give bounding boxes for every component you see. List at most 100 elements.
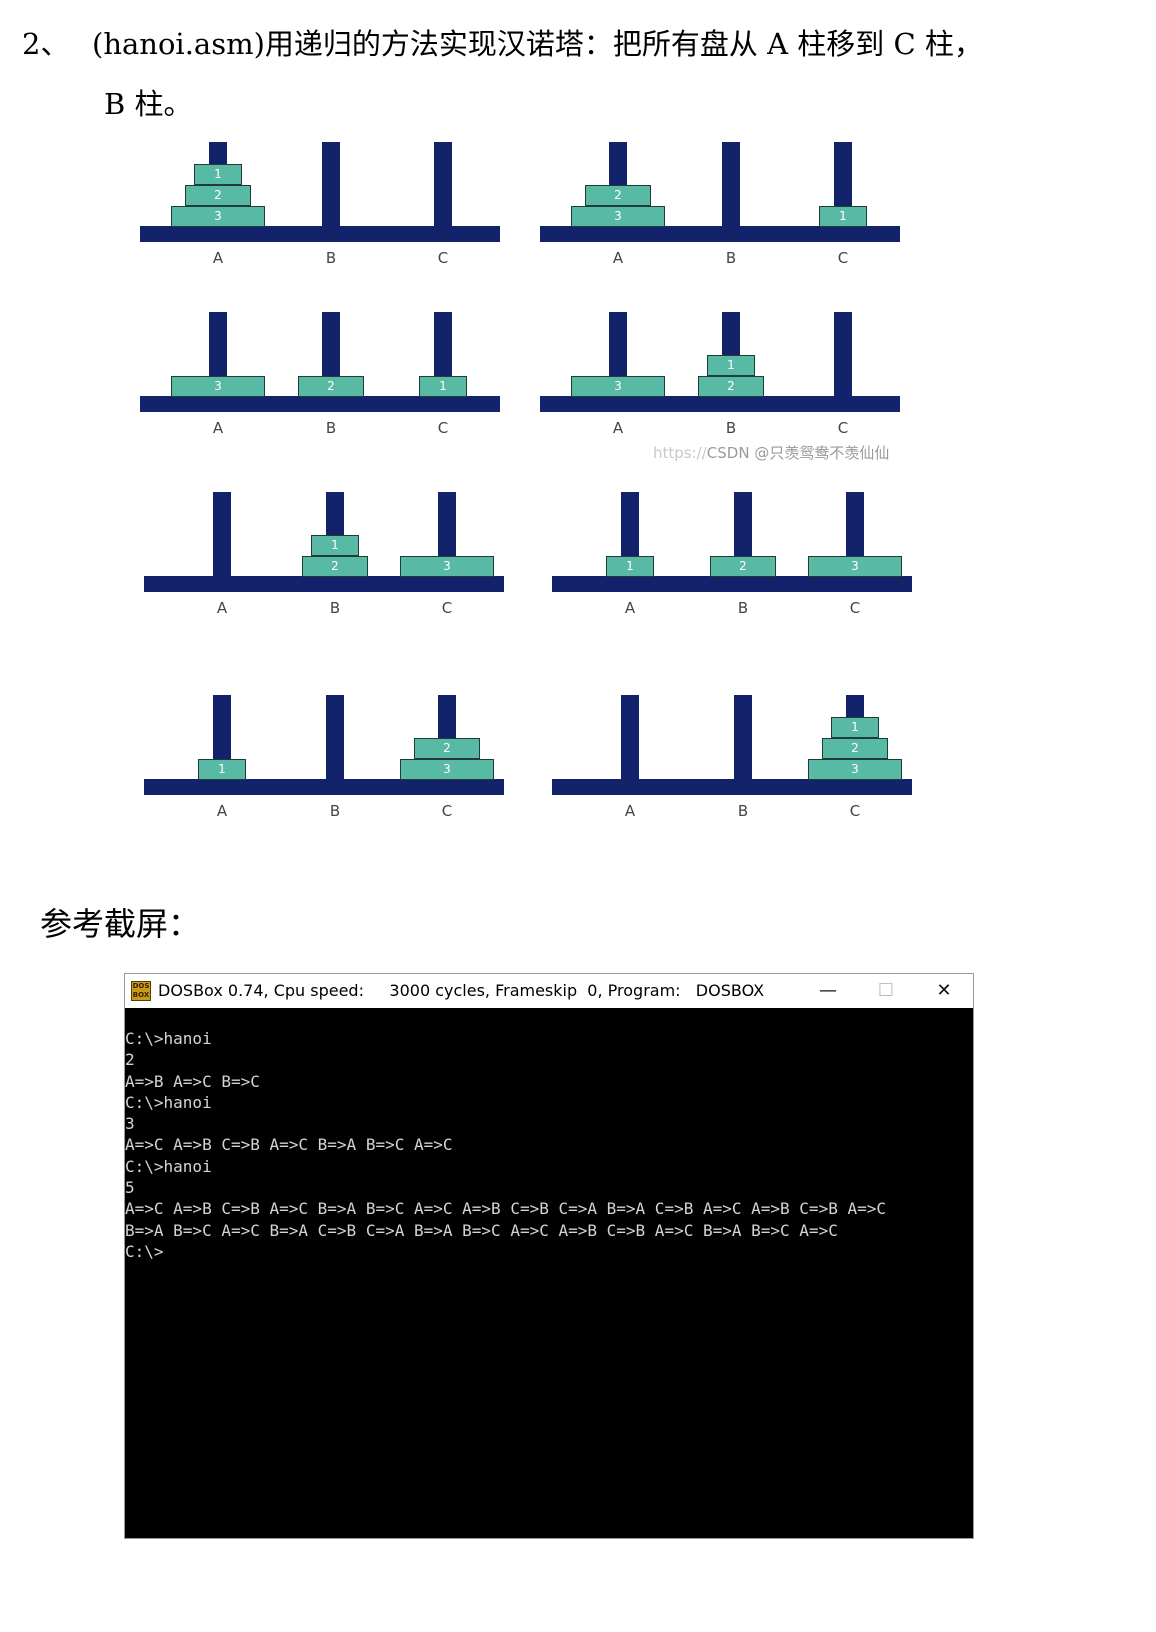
disk-3: 3 — [171, 206, 265, 227]
peg-c — [834, 312, 852, 398]
peg-label-c: C — [441, 599, 453, 617]
peg-label-c: C — [437, 419, 449, 437]
disk-2: 2 — [185, 185, 251, 206]
disk-1: 1 — [606, 556, 654, 577]
peg-label-b: B — [325, 249, 337, 267]
console-line: C:\>hanoi — [125, 1029, 212, 1048]
peg-label-c: C — [441, 802, 453, 820]
disk-2: 2 — [414, 738, 480, 759]
close-button[interactable]: ✕ — [936, 980, 952, 1001]
task-line-1: 2、 (hanoi.asm)用递归的方法实现汉诺塔：把所有盘从 A 柱移到 C 柱… — [22, 14, 1156, 74]
peg-base — [552, 576, 912, 592]
task-line-2: B 柱。 — [104, 87, 193, 121]
peg-base — [144, 576, 504, 592]
peg-a — [621, 695, 639, 781]
console-line: C:\>hanoi — [125, 1092, 212, 1112]
disk-2: 2 — [710, 556, 776, 577]
disk-3: 3 — [808, 759, 902, 780]
disk-3: 3 — [400, 556, 494, 577]
peg-label-a: A — [216, 599, 228, 617]
peg-label-a: A — [212, 249, 224, 267]
console-line: 3 — [125, 1114, 135, 1134]
disk-1: 1 — [198, 759, 246, 780]
peg-c — [434, 142, 452, 228]
maximize-button[interactable]: ☐ — [877, 980, 895, 1001]
peg-label-a: A — [212, 419, 224, 437]
console-line: C:\> — [125, 1241, 164, 1261]
console-line: 2 — [125, 1050, 135, 1070]
peg-b — [734, 695, 752, 781]
disk-1: 1 — [831, 717, 879, 738]
window-title: DOSBox 0.74, Cpu speed: 3000 cycles, Fra… — [158, 981, 765, 1000]
peg-b — [322, 142, 340, 228]
console-line: A=>C A=>B C=>B A=>C B=>A B=>C A=>C — [125, 1135, 453, 1155]
watermark-author: CSDN @只羡鸳鸯不羡仙仙 — [706, 444, 890, 462]
disk-3: 3 — [571, 206, 665, 227]
disk-2: 2 — [302, 556, 368, 577]
peg-label-b: B — [329, 802, 341, 820]
console-line: C:\>hanoi — [125, 1156, 212, 1176]
peg-label-c: C — [437, 249, 449, 267]
peg-base — [140, 226, 500, 242]
disk-1: 1 — [819, 206, 867, 227]
disk-2: 2 — [585, 185, 651, 206]
peg-label-a: A — [612, 419, 624, 437]
peg-label-c: C — [849, 802, 861, 820]
peg-label-b: B — [737, 802, 749, 820]
disk-2: 2 — [298, 376, 364, 397]
peg-b — [722, 142, 740, 228]
peg-label-a: A — [624, 802, 636, 820]
peg-label-c: C — [837, 249, 849, 267]
peg-base — [540, 226, 900, 242]
peg-label-b: B — [325, 419, 337, 437]
peg-label-c: C — [837, 419, 849, 437]
peg-a — [213, 492, 231, 578]
disk-1: 1 — [194, 164, 242, 185]
disk-3: 3 — [171, 376, 265, 397]
peg-base — [540, 396, 900, 412]
peg-label-b: B — [725, 419, 737, 437]
peg-label-b: B — [329, 599, 341, 617]
dosbox-window: DOS BOX DOSBox 0.74, Cpu speed: 3000 cyc… — [124, 973, 974, 1539]
peg-base — [144, 779, 504, 795]
screenshot-caption: 参考截屏： — [40, 905, 201, 943]
peg-label-a: A — [612, 249, 624, 267]
peg-label-c: C — [849, 599, 861, 617]
window-titlebar[interactable]: DOS BOX DOSBox 0.74, Cpu speed: 3000 cyc… — [125, 974, 973, 1008]
task-statement: 2、 (hanoi.asm)用递归的方法实现汉诺塔：把所有盘从 A 柱移到 C 柱… — [22, 14, 1156, 134]
console-line: A=>B A=>C B=>C — [125, 1071, 260, 1091]
disk-2: 2 — [698, 376, 764, 397]
disk-2: 2 — [822, 738, 888, 759]
disk-1: 1 — [707, 355, 755, 376]
disk-3: 3 — [400, 759, 494, 780]
watermark-url: https:// — [653, 444, 707, 462]
task-text: (hanoi.asm)用递归的方法实现汉诺塔：把所有盘从 A 柱移到 C 柱， — [92, 27, 983, 61]
disk-1: 1 — [311, 535, 359, 556]
peg-b — [326, 695, 344, 781]
peg-label-b: B — [737, 599, 749, 617]
peg-label-b: B — [725, 249, 737, 267]
console-line: A=>C A=>B C=>B A=>C B=>A B=>C A=>C A=>B … — [125, 1199, 886, 1219]
minimize-button[interactable]: — — [819, 980, 837, 1001]
console-line: 5 — [125, 1178, 135, 1198]
disk-3: 3 — [571, 376, 665, 397]
peg-base — [140, 396, 500, 412]
peg-base — [552, 779, 912, 795]
disk-3: 3 — [808, 556, 902, 577]
peg-label-a: A — [624, 599, 636, 617]
dosbox-app-icon: DOS BOX — [131, 981, 151, 1001]
task-number: 2、 — [22, 27, 70, 61]
peg-label-a: A — [216, 802, 228, 820]
console-line: B=>A B=>C A=>C B=>A C=>B C=>A B=>A B=>C … — [125, 1220, 838, 1240]
disk-1: 1 — [419, 376, 467, 397]
